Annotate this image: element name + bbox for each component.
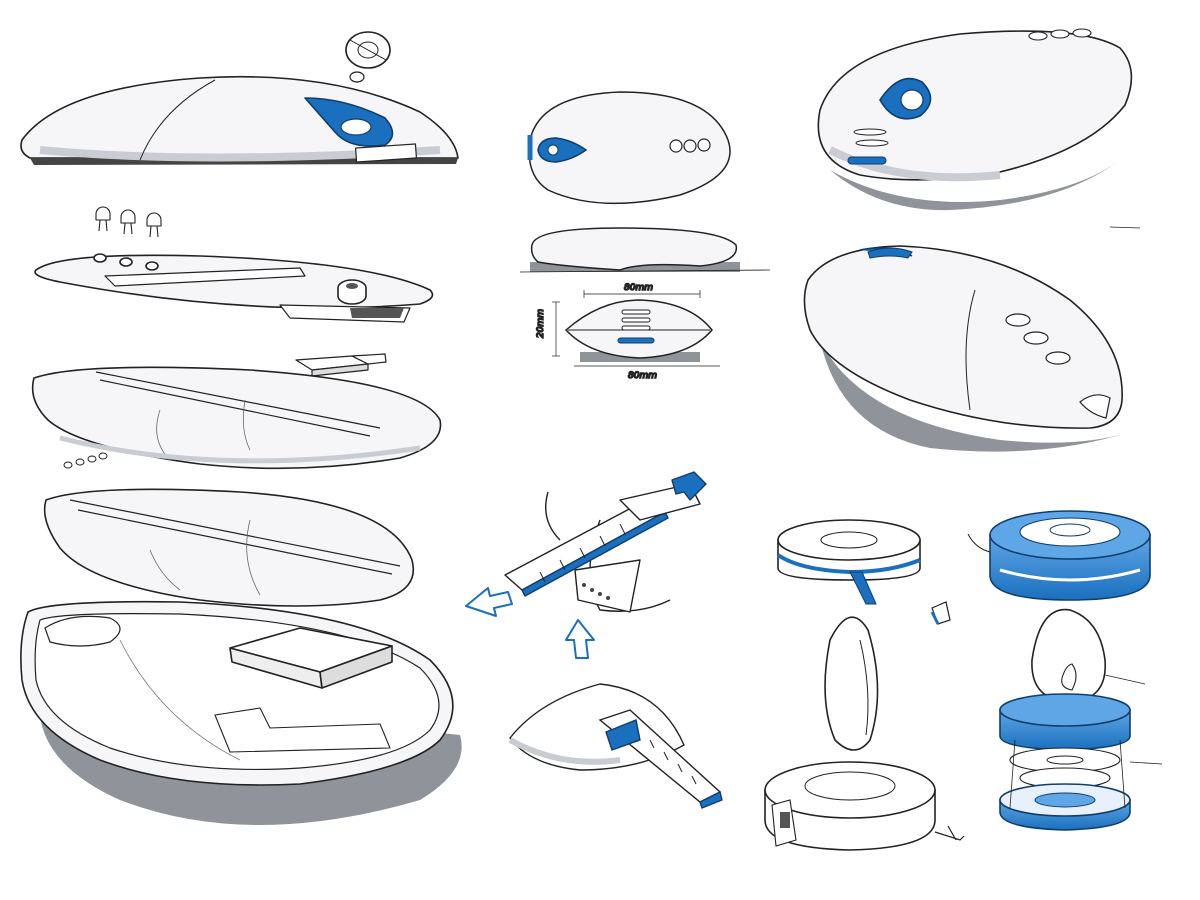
arrow-icon bbox=[465, 587, 513, 617]
loose-button-parts bbox=[345, 31, 391, 83]
top-view bbox=[527, 91, 731, 205]
dim-label-width-bottom: 80mm bbox=[628, 371, 657, 381]
lower-plate bbox=[43, 488, 414, 607]
dim-label-width-top: 80mm bbox=[624, 283, 653, 293]
render-side bbox=[803, 226, 1141, 452]
led-icon bbox=[95, 206, 162, 238]
arrow-icon bbox=[565, 619, 595, 659]
spool-icon bbox=[967, 510, 1151, 601]
render-top bbox=[817, 28, 1133, 211]
base-tray bbox=[20, 600, 462, 825]
screw-holes bbox=[63, 452, 108, 469]
top-shell bbox=[20, 31, 459, 165]
exploded-view bbox=[20, 31, 462, 825]
perspective-renders bbox=[764, 28, 1163, 851]
middle-plate bbox=[31, 366, 442, 470]
tape-mechanism bbox=[465, 471, 707, 659]
dim-label-height: 20mm bbox=[536, 309, 546, 338]
spool-stack bbox=[999, 608, 1163, 831]
spool-icon bbox=[776, 519, 951, 625]
standing-device bbox=[764, 616, 965, 851]
side-view bbox=[519, 227, 771, 273]
orthographic-views: 80mm 20mm 80mm bbox=[519, 91, 771, 382]
connector-part bbox=[295, 353, 387, 377]
teardrop-button-icon bbox=[537, 137, 588, 163]
front-view bbox=[552, 290, 720, 367]
circuit-board bbox=[34, 253, 434, 323]
tape-exit-detail bbox=[508, 683, 723, 809]
